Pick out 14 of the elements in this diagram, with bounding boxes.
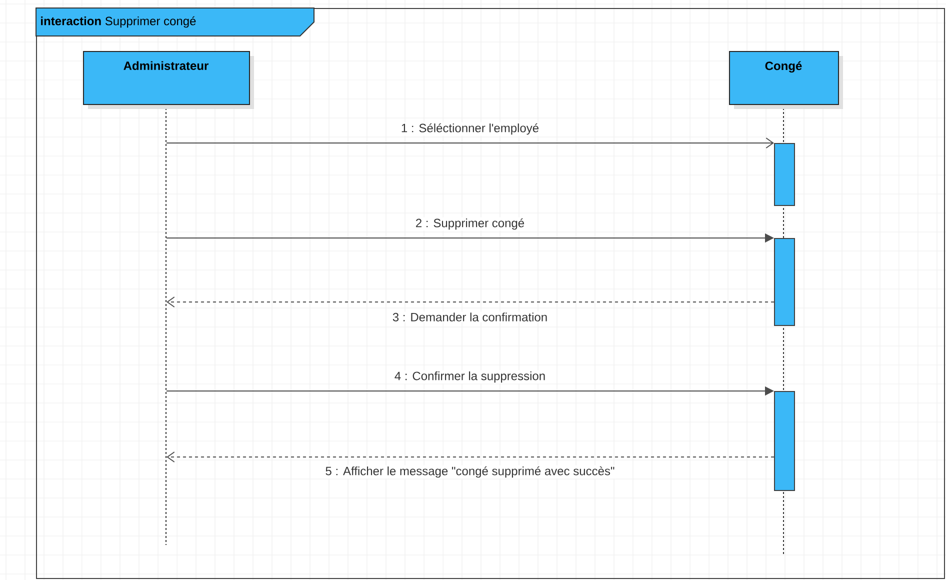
message-arrow (166, 296, 774, 308)
lifeline-box: Congé (729, 51, 843, 109)
message-label: 4 : Confirmer la suppression (394, 371, 545, 383)
message-arrow (166, 452, 774, 462)
message-label: 5 : Afficher le message "congé supprimé avec succès" (326, 466, 614, 478)
message-arrow (166, 138, 774, 148)
message-label: 3 : Demander la confirmation (392, 312, 547, 322)
activation-bar (774, 391, 795, 491)
message-label: 2 : Supprimer congé (416, 218, 524, 230)
lifeline-box: Administrateur (83, 51, 254, 109)
title-tab: interaction Supprimer congé (36, 8, 314, 36)
activation-bar (774, 238, 795, 326)
message-label: 1 : Séléctionner l'employé (402, 123, 538, 135)
activation-bar (774, 143, 795, 206)
